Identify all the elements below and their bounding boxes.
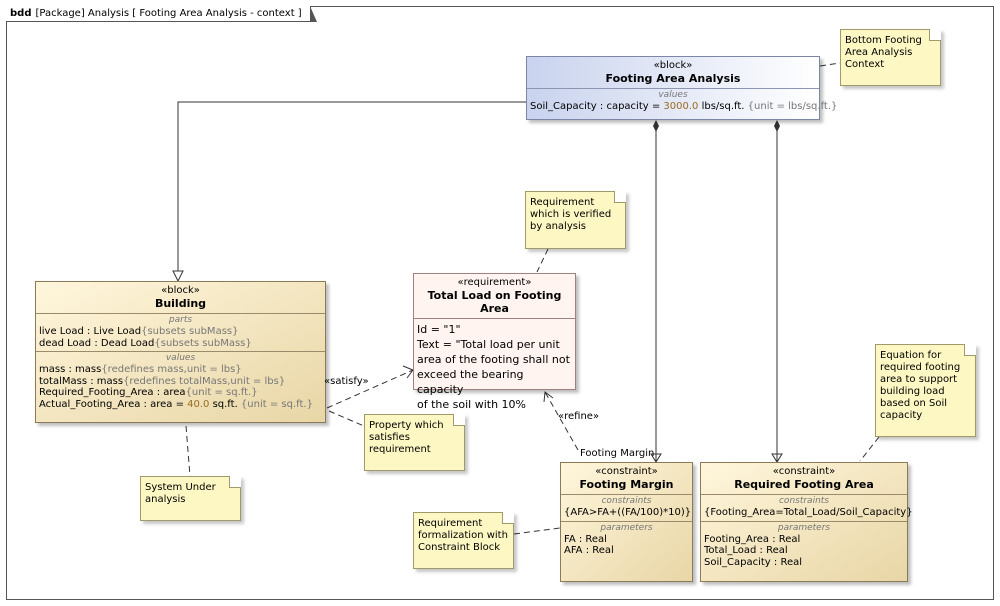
block-stereotype: «constraint»: [772, 466, 836, 477]
footing-area-analysis-block[interactable]: «block» Footing Area Analysis values Soi…: [526, 56, 838, 120]
footing-margin-role-label: Footing Margin: [580, 448, 655, 459]
compartment-title: values: [165, 353, 196, 363]
parameters-compartment: parameters Footing_Area : Real Total_Loa…: [701, 520, 907, 571]
constraint-parameter[interactable]: Total_Load : Real: [704, 545, 788, 556]
generalization-line[interactable]: [177, 101, 526, 276]
compartment-title: constraints: [778, 496, 829, 506]
note-text: Equation for required footing area to su…: [880, 350, 961, 421]
note-anchor-formalization: [513, 527, 561, 535]
note-text: System Under analysis: [145, 482, 216, 505]
constraint-parameter[interactable]: FA : Real: [564, 533, 607, 545]
values-compartment: values mass : mass{redefines mass,unit =…: [36, 351, 325, 412]
constraint-parameter[interactable]: Footing_Area : Real: [704, 533, 801, 545]
requirement-stereotype: «requirement»: [457, 277, 532, 288]
note-anchor-context: [819, 62, 841, 67]
block-header: «constraint» Footing Margin: [561, 463, 692, 491]
constraint-parameter[interactable]: AFA : Real: [564, 545, 614, 556]
parameters-compartment: parameters FA : Real AFA : Real: [561, 520, 692, 559]
value-property[interactable]: Actual_Footing_Area : area = 40.0 sq.ft.…: [39, 398, 313, 410]
footing-margin-constraint-block[interactable]: «constraint» Footing Margin constraints …: [560, 462, 693, 582]
note-context[interactable]: Bottom Footing Area Analysis Context: [840, 29, 941, 86]
requirement-text: Id = "1" Text = "Total load per unit are…: [414, 318, 575, 430]
constraint-expression[interactable]: {AFA>FA+((FA/100)*10)}: [564, 507, 692, 518]
parts-compartment: parts live Load : Live Load{subsets subM…: [36, 313, 325, 351]
refine-line[interactable]: [544, 391, 579, 451]
satisfy-label: «satisfy»: [324, 376, 369, 387]
compartment-title: parameters: [600, 522, 653, 533]
requirement-header: «requirement» Total Load on Footing Area: [414, 274, 575, 318]
note-text: Requirement formalization with Constrain…: [418, 518, 508, 553]
diagram-title: [Package] Analysis [ Footing Area Analys…: [35, 8, 302, 19]
note-text: Bottom Footing Area Analysis Context: [845, 35, 922, 70]
constraint-expression[interactable]: {Footing_Area=Total_Load/Soil_Capacity}: [704, 507, 913, 518]
block-stereotype: «block»: [161, 285, 200, 296]
block-header: «constraint» Required Footing Area: [701, 463, 907, 491]
requirement-name: Total Load on Footing Area: [427, 289, 562, 315]
value-property[interactable]: mass : mass{redefines mass,unit = lbs}: [39, 364, 242, 375]
requirement-line: area of the footing shall not: [417, 353, 570, 366]
requirement-block[interactable]: «requirement» Total Load on Footing Area…: [413, 273, 576, 426]
value-property[interactable]: Soil_Capacity : capacity = 3000.0 lbs/sq…: [530, 101, 838, 112]
block-name: Footing Margin: [579, 478, 674, 491]
note-text: Property which satisfies requirement: [369, 420, 444, 455]
constraint-parameter[interactable]: Soil_Capacity : Real: [704, 556, 803, 568]
block-stereotype: «constraint»: [595, 466, 658, 477]
note-system[interactable]: System Under analysis: [140, 476, 241, 521]
building-block[interactable]: «block» Building parts live Load : Live …: [35, 281, 326, 423]
diagram-frame: [6, 6, 994, 600]
note-anchor-equation: [859, 436, 880, 462]
satisfy-line[interactable]: [326, 369, 414, 409]
block-name: Building: [154, 297, 207, 310]
part-property[interactable]: dead Load : Dead Load{subsets subMass}: [39, 337, 252, 349]
compartment-title: constraints: [601, 496, 652, 506]
requirement-line: exceed the bearing capacity: [417, 368, 524, 396]
block-name: Footing Area Analysis: [605, 72, 741, 85]
constraints-compartment: constraints {AFA>FA+((FA/100)*10)}: [561, 494, 692, 521]
association-arrowhead: [771, 453, 783, 463]
association-arrowhead: [650, 453, 662, 463]
value-property[interactable]: Required_Footing_Area : area{unit = sq.f…: [39, 387, 258, 398]
note-anchor-verified: [536, 248, 549, 273]
requirement-line: Text = "Total load per unit: [417, 338, 560, 351]
generalization-arrowhead: [172, 270, 184, 283]
composition-diamond: [774, 120, 780, 132]
note-text: Requirement which is verified by analysi…: [530, 197, 612, 232]
note-anchor-property: [328, 410, 365, 427]
compartment-title: parameters: [777, 522, 831, 533]
block-name: Required Footing Area: [734, 478, 874, 491]
constraints-compartment: constraints {Footing_Area=Total_Load/Soi…: [701, 494, 913, 521]
diagram-frame-tab: bdd[Package] Analysis [ Footing Area Ana…: [6, 6, 317, 22]
block-stereotype: «block»: [653, 60, 693, 71]
block-header: «block» Footing Area Analysis: [527, 57, 819, 85]
part-property[interactable]: live Load : Live Load{subsets subMass}: [39, 326, 239, 337]
note-property[interactable]: Property which satisfies requirement: [364, 414, 465, 471]
compartment-title: parts: [168, 315, 193, 325]
satisfy-arrowhead: [402, 365, 414, 379]
note-equation[interactable]: Equation for required footing area to su…: [875, 344, 976, 437]
required-footing-area-constraint-block[interactable]: «constraint» Required Footing Area const…: [700, 462, 913, 582]
note-verified[interactable]: Requirement which is verified by analysi…: [525, 191, 626, 249]
block-header: «block» Building: [36, 282, 325, 310]
refine-arrowhead: [543, 391, 554, 403]
diagram-kind: bdd: [10, 8, 32, 19]
values-compartment: values Soil_Capacity : capacity = 3000.0…: [527, 88, 838, 115]
note-formalization[interactable]: Requirement formalization with Constrain…: [413, 512, 514, 569]
requirement-line: Id = "1": [417, 323, 461, 336]
refine-label: «refine»: [558, 411, 600, 422]
note-anchor-system: [185, 425, 191, 477]
composition-diamond: [653, 120, 659, 132]
compartment-title: values: [658, 90, 688, 100]
value-property[interactable]: totalMass : mass{redefines totalMass,uni…: [39, 375, 286, 387]
